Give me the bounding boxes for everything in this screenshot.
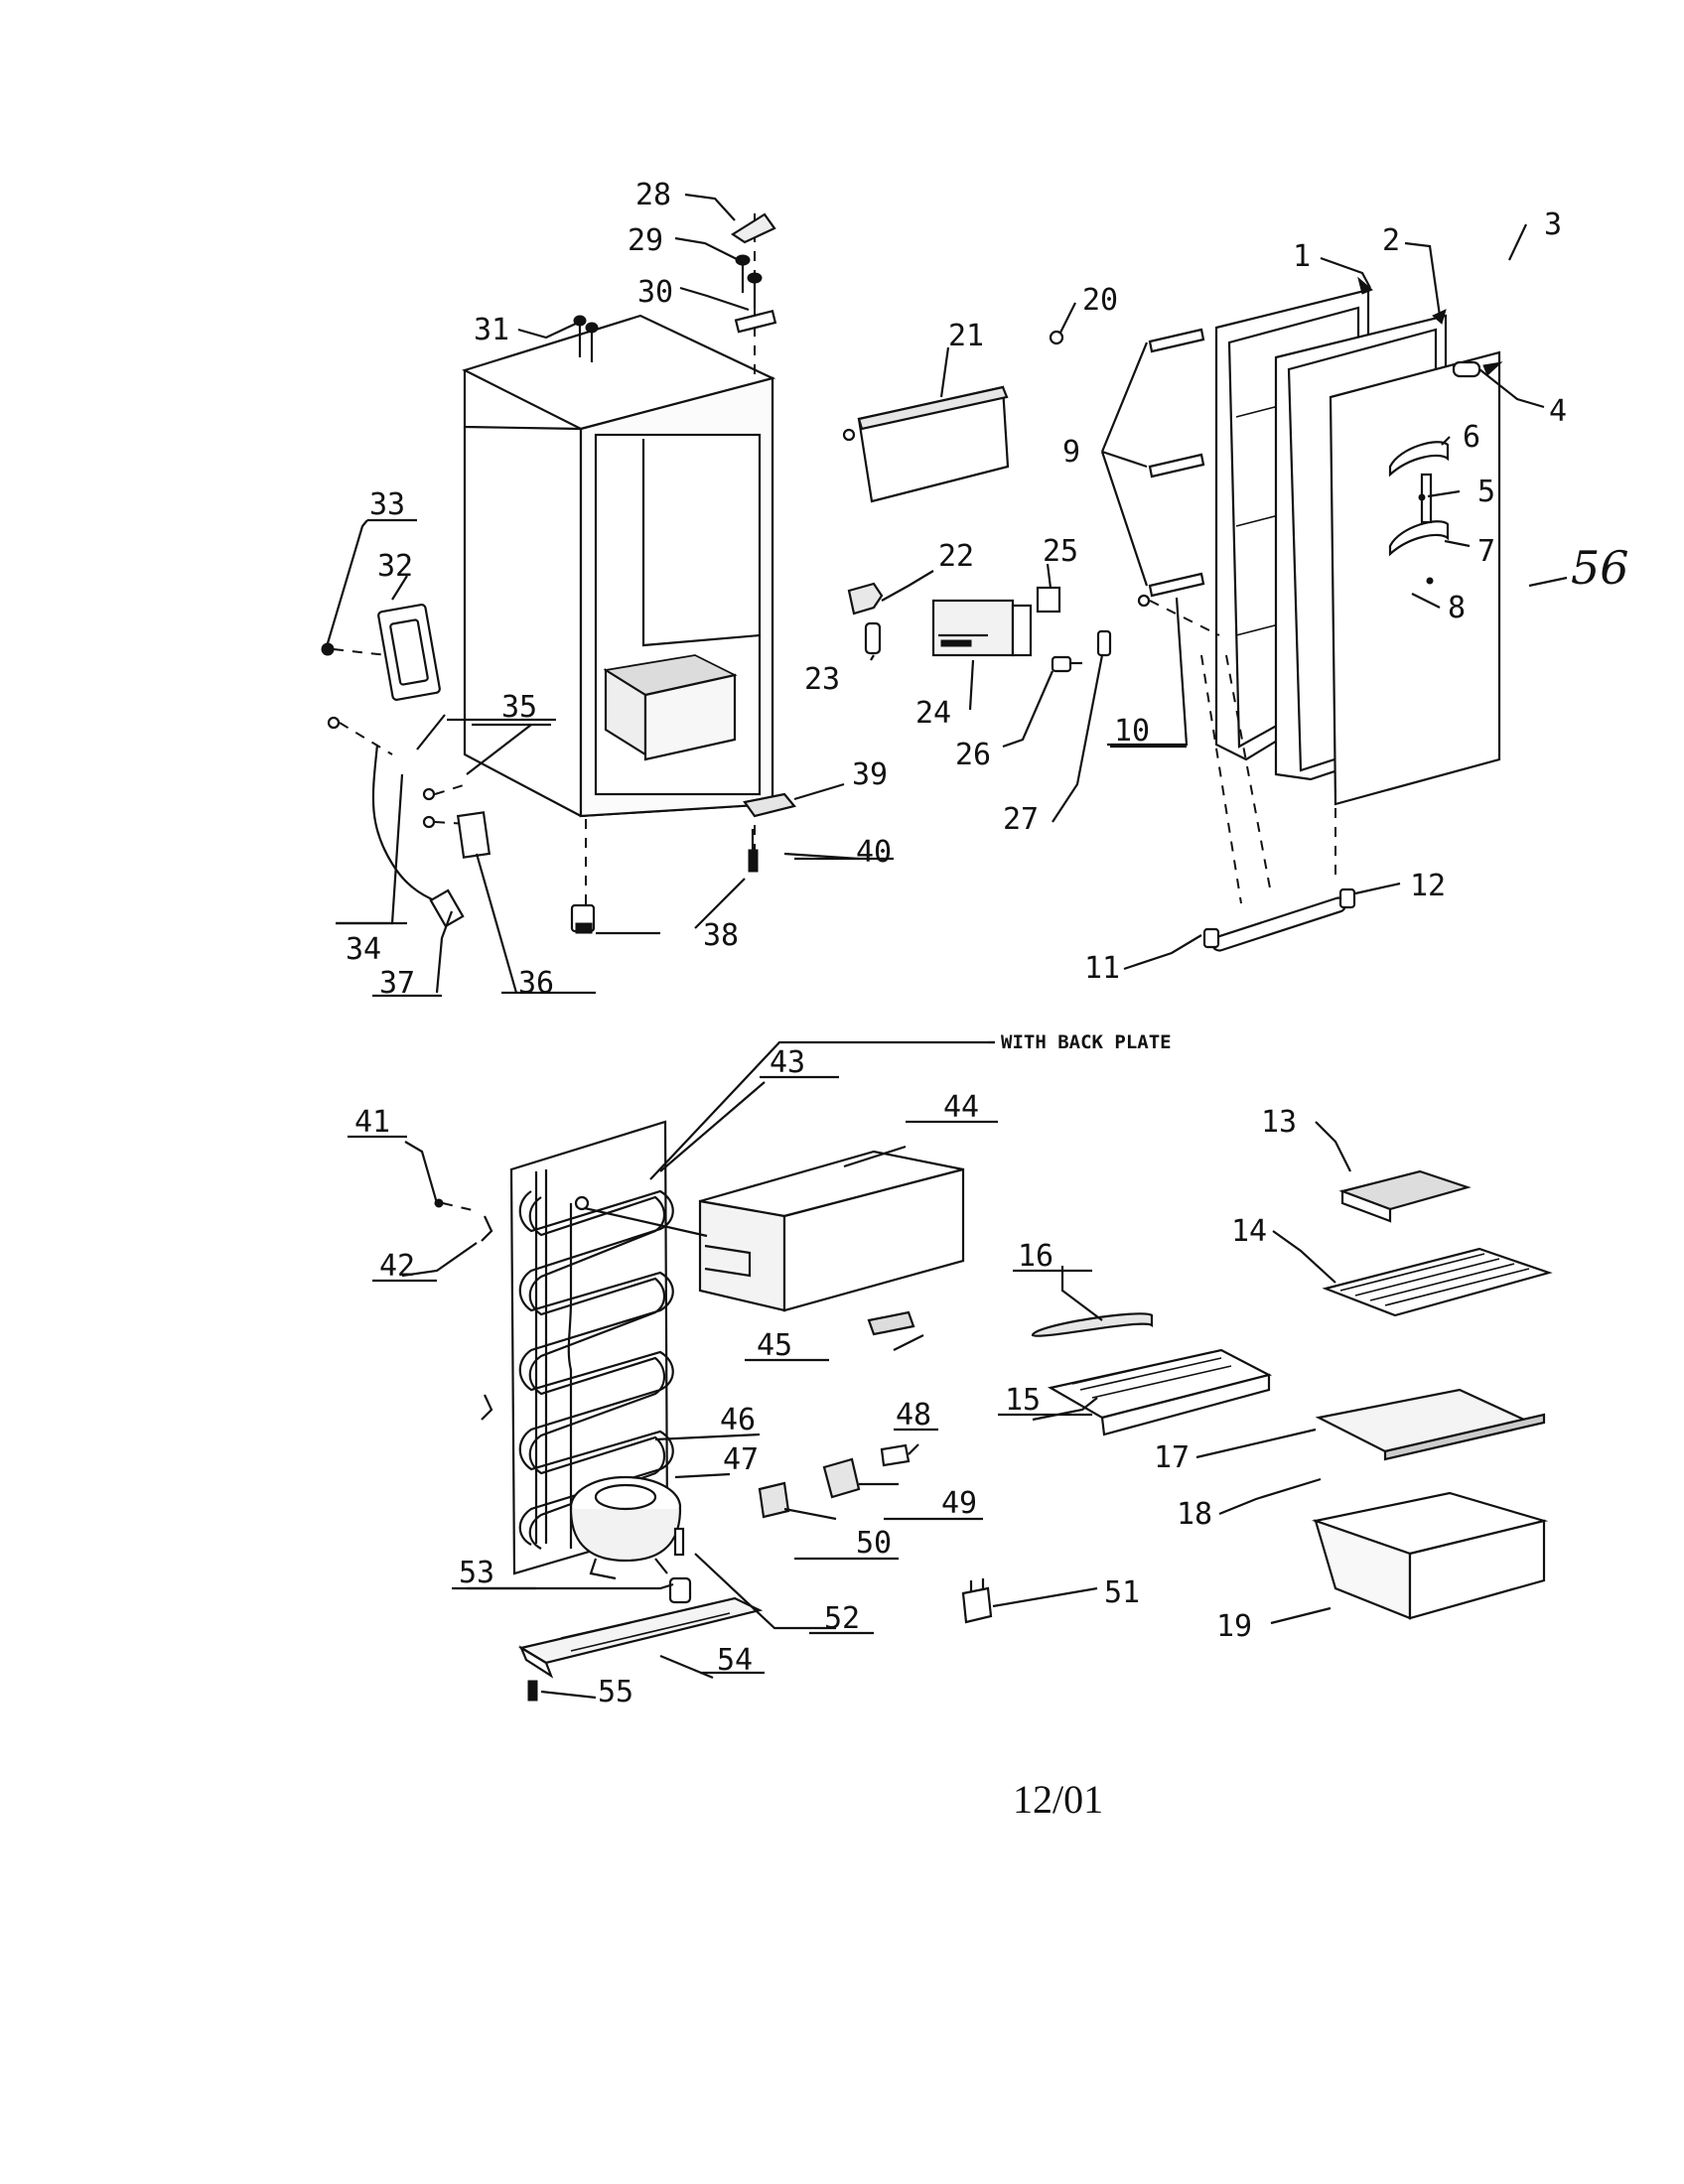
label-5: 5: [1477, 475, 1495, 509]
label-25: 25: [1043, 534, 1078, 569]
label-4: 4: [1549, 394, 1567, 429]
freezer-compartment: [574, 1150, 965, 1336]
label-29: 29: [628, 223, 663, 258]
label-17: 17: [1154, 1440, 1190, 1475]
label-16: 16: [1018, 1239, 1053, 1274]
label-14: 14: [1231, 1214, 1267, 1249]
part-number-labels: 1 2 3 4 5 6 7 8 9 10 11 12 13 14 15 16 1…: [346, 178, 1567, 1709]
revision-date: 12/01: [1013, 1777, 1103, 1822]
label-30: 30: [637, 275, 673, 310]
label-18: 18: [1177, 1497, 1212, 1532]
label-2: 2: [1382, 223, 1400, 258]
left-side-parts: [321, 604, 491, 928]
label-20: 20: [1082, 283, 1118, 318]
handwritten-dash: [1528, 576, 1568, 588]
label-3: 3: [1544, 207, 1562, 242]
label-41: 41: [354, 1105, 390, 1140]
label-39: 39: [852, 757, 888, 792]
label-35: 35: [501, 690, 537, 725]
label-54: 54: [717, 1643, 753, 1678]
leader-lines: [326, 193, 1545, 1700]
label-32: 32: [377, 549, 413, 584]
label-47: 47: [723, 1442, 759, 1477]
label-40: 40: [856, 835, 892, 870]
label-43: 43: [770, 1045, 805, 1080]
label-7: 7: [1477, 534, 1495, 569]
label-26: 26: [955, 738, 991, 772]
handwritten-number: 56: [1571, 541, 1629, 595]
label-11: 11: [1084, 951, 1120, 986]
label-10: 10: [1114, 714, 1150, 749]
bottom-hinge-parts: [570, 792, 796, 934]
door-assembly: [1137, 288, 1501, 904]
label-45: 45: [757, 1328, 792, 1363]
label-46: 46: [720, 1403, 756, 1437]
label-55: 55: [598, 1675, 633, 1709]
label-28: 28: [635, 178, 671, 212]
label-27: 27: [1003, 802, 1039, 837]
label-15: 15: [1005, 1383, 1041, 1418]
label-8: 8: [1448, 591, 1466, 625]
label-36: 36: [518, 966, 554, 1001]
shelves-and-drawers: [1031, 1169, 1553, 1620]
label-37: 37: [379, 966, 415, 1001]
back-plate-note: WITH BACK PLATE: [1001, 1031, 1172, 1053]
label-50: 50: [856, 1526, 892, 1561]
top-hinge-parts: [573, 212, 777, 362]
label-33: 33: [369, 487, 405, 522]
door-bottom-rod: [1202, 887, 1356, 952]
label-31: 31: [474, 313, 509, 347]
label-49: 49: [941, 1486, 977, 1521]
label-52: 52: [824, 1601, 860, 1636]
label-51: 51: [1104, 1575, 1140, 1610]
label-6: 6: [1463, 420, 1480, 455]
condenser-coil: [434, 1120, 674, 1575]
label-1: 1: [1293, 239, 1311, 274]
label-12: 12: [1410, 869, 1446, 903]
label-19: 19: [1216, 1609, 1252, 1644]
label-22: 22: [938, 539, 974, 574]
label-21: 21: [948, 319, 984, 353]
label-42: 42: [379, 1249, 415, 1284]
label-9: 9: [1062, 435, 1080, 470]
label-38: 38: [703, 918, 739, 953]
label-44: 44: [943, 1090, 979, 1125]
label-34: 34: [346, 932, 381, 967]
label-23: 23: [804, 662, 840, 697]
label-48: 48: [896, 1398, 931, 1433]
interior-parts: [842, 330, 1112, 673]
label-underlines: [336, 518, 1187, 1675]
compressor-assembly: [518, 1443, 993, 1702]
label-24: 24: [915, 696, 951, 731]
label-13: 13: [1261, 1105, 1297, 1140]
cabinet: [462, 213, 776, 913]
label-53: 53: [459, 1556, 494, 1590]
